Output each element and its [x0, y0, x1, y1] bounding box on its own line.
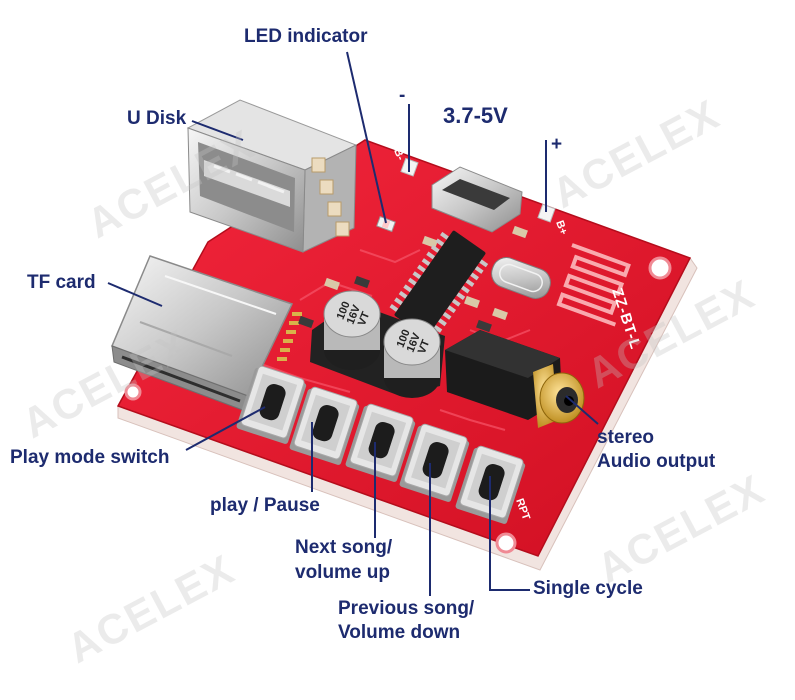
capacitor-1-marking-brand: VT: [356, 310, 372, 328]
usb-port: [186, 99, 358, 253]
capacitor-2: 100 16V VT: [383, 318, 441, 398]
crystal-oscillator: [491, 257, 551, 299]
audio-jack-hole: [564, 396, 574, 406]
capacitor-1: 100 16V VT: [323, 290, 381, 370]
label-play-pause: play / Pause: [210, 495, 320, 516]
label-play-mode-switch: Play mode switch: [10, 447, 170, 468]
smd-component: [324, 277, 340, 291]
mounting-hole: [124, 383, 142, 401]
leader-line-audio-output: [565, 395, 599, 425]
bluetooth-antenna: [556, 243, 631, 327]
usb-pin-housing: [311, 157, 350, 237]
button-play-pause: [289, 386, 360, 465]
smd-component: [298, 315, 314, 329]
label-stereo: stereo: [597, 427, 655, 448]
smd-component: [492, 307, 508, 321]
label-previous-song: Previous song/: [338, 598, 475, 619]
led: [376, 215, 396, 233]
label-volume-up: volume up: [295, 562, 391, 583]
leader-line-play-mode: [185, 406, 266, 451]
label-next-song: Next song/: [295, 537, 393, 558]
battery-plus-pad: [537, 203, 556, 223]
button-play-mode: [236, 365, 307, 444]
smd-component: [422, 235, 438, 249]
tf-slot-emboss: [139, 321, 233, 357]
leader-line-led: [346, 51, 387, 224]
silkscreen-battery-minus: B-: [391, 147, 406, 162]
label-minus: -: [399, 85, 406, 106]
label-plus: +: [551, 134, 563, 155]
tf-slot-pins: [277, 312, 302, 361]
tf-card-slot: [111, 255, 302, 413]
leader-lines: [107, 51, 599, 596]
leader-line-tf-card: [107, 282, 163, 307]
label-u-disk: U Disk: [127, 108, 187, 129]
capacitor-2-marking-brand: VT: [416, 338, 432, 356]
label-tf-card: TF card: [27, 272, 96, 293]
usb-contacts: [213, 164, 285, 194]
micro-usb-opening: [442, 179, 510, 210]
label-led-indicator: LED indicator: [244, 26, 368, 47]
audio-jack-top: [445, 330, 560, 378]
smd-component: [464, 295, 480, 309]
smd-component: [354, 275, 370, 289]
leader-line-single-cycle: [489, 476, 530, 591]
silkscreen-battery-plus: B+: [553, 219, 569, 237]
leader-line-u-disk: [191, 120, 244, 141]
label-single-cycle: Single cycle: [533, 578, 643, 599]
button-previous-song: [399, 423, 470, 502]
label-voltage: 3.7-5V: [443, 103, 508, 128]
micro-usb-port: [431, 166, 523, 233]
tf-slot-emboss: [164, 275, 277, 315]
mounting-hole: [648, 256, 672, 280]
button-next-song: [345, 403, 416, 482]
label-audio-output: Audio output: [597, 451, 716, 472]
smd-component: [476, 319, 492, 333]
smd-component: [512, 225, 528, 239]
label-volume-down: Volume down: [338, 622, 461, 643]
mounting-hole: [495, 532, 517, 554]
audio-jack: [445, 330, 585, 428]
tf-card-opening: [121, 355, 241, 403]
